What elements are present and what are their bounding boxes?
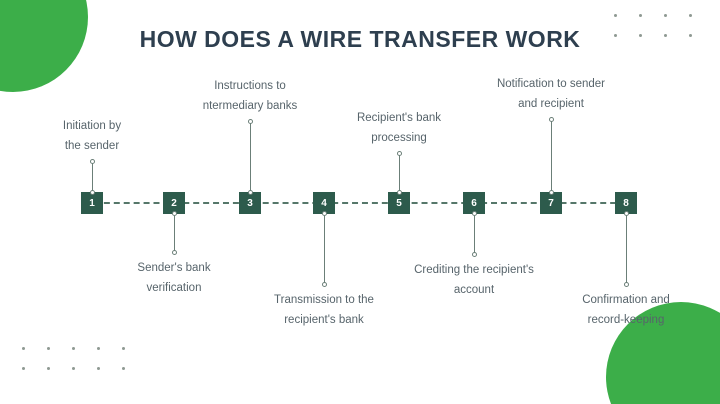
timeline-step-7[interactable]: 7 (540, 192, 562, 214)
step-connector-6 (473, 214, 475, 254)
decorative-dot (97, 347, 100, 350)
decorative-dot (689, 34, 692, 37)
step-connector-4 (323, 214, 325, 284)
step-label-1: Initiation by the sender (62, 119, 122, 152)
step-label-cap-1 (89, 159, 95, 164)
decorative-dot (664, 34, 667, 37)
decorative-dot (639, 34, 642, 37)
step-connector-cap-1 (89, 190, 95, 195)
decorative-dot (664, 14, 667, 17)
step-label-3: Instructions to ntermediary banks (202, 79, 298, 112)
timeline-axis (84, 202, 636, 204)
step-connector-8 (625, 214, 627, 284)
step-label-cap-6 (471, 252, 477, 257)
timeline-step-5[interactable]: 5 (388, 192, 410, 214)
step-label-cap-4 (321, 282, 327, 287)
decorative-dot (22, 347, 25, 350)
timeline-step-3[interactable]: 3 (239, 192, 261, 214)
decorative-dot (614, 14, 617, 17)
step-connector-5 (398, 154, 400, 192)
decorative-dot (689, 14, 692, 17)
step-label-4: Transmission to the recipient's bank (274, 294, 374, 327)
step-connector-cap-2 (171, 211, 177, 216)
step-label-7: Notification to sender and recipient (496, 77, 606, 110)
decorative-dot (72, 347, 75, 350)
timeline-step-8[interactable]: 8 (615, 192, 637, 214)
step-connector-cap-3 (247, 190, 253, 195)
step-label-cap-5 (396, 151, 402, 156)
timeline-step-4[interactable]: 4 (313, 192, 335, 214)
decorative-dot (47, 347, 50, 350)
step-label-cap-2 (171, 250, 177, 255)
decorative-dot-grid-top-right (614, 14, 692, 37)
decorative-dot (97, 367, 100, 370)
step-connector-7 (550, 120, 552, 192)
decorative-dot-grid-bottom-left (22, 347, 125, 370)
step-label-8: Confirmation and record-keeping (582, 294, 670, 327)
step-label-5: Recipient's bank processing (356, 111, 442, 144)
step-connector-cap-6 (471, 211, 477, 216)
step-label-cap-7 (548, 117, 554, 122)
step-connector-cap-4 (321, 211, 327, 216)
decorative-dot (122, 367, 125, 370)
timeline-step-6[interactable]: 6 (463, 192, 485, 214)
step-label-2: Sender's bank verification (137, 262, 211, 295)
step-connector-cap-5 (396, 190, 402, 195)
page-title: HOW DOES A WIRE TRANSFER WORK (139, 26, 581, 52)
decorative-dot (72, 367, 75, 370)
step-connector-3 (249, 122, 251, 192)
decorative-dot (22, 367, 25, 370)
timeline-step-2[interactable]: 2 (163, 192, 185, 214)
step-label-cap-8 (623, 282, 629, 287)
step-label-cap-3 (247, 119, 253, 124)
decorative-dot (47, 367, 50, 370)
decorative-dot (614, 34, 617, 37)
step-connector-1 (91, 162, 93, 192)
step-label-6: Crediting the recipient's account (414, 264, 534, 297)
decorative-dot (122, 347, 125, 350)
decorative-dot (639, 14, 642, 17)
step-connector-cap-7 (548, 190, 554, 195)
step-connector-cap-8 (623, 211, 629, 216)
step-connector-2 (173, 214, 175, 252)
timeline-step-1[interactable]: 1 (81, 192, 103, 214)
